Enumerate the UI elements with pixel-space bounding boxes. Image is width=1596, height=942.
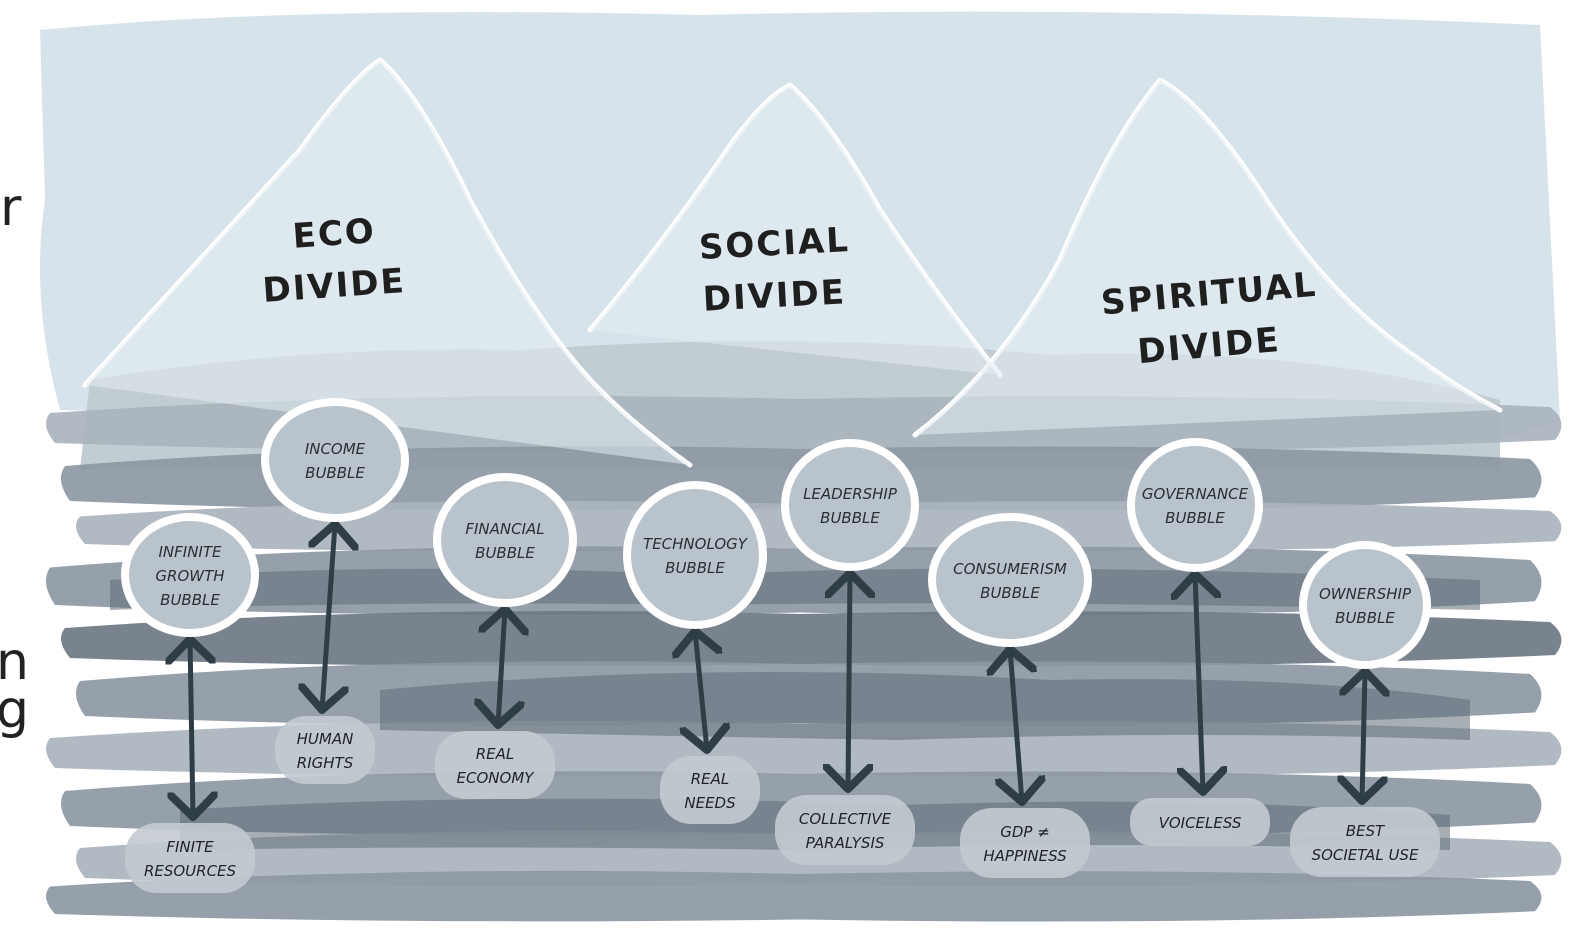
side-fragment-r: r — [0, 178, 22, 238]
reality-cloud — [960, 808, 1090, 878]
bubble-circle — [781, 439, 919, 571]
reality-cloud — [1290, 807, 1440, 877]
reality-cloud — [275, 716, 375, 784]
bubble-label: GROWTH — [155, 567, 224, 585]
reality-label: COLLECTIVE — [799, 810, 892, 828]
reality-label: HUMAN — [297, 730, 354, 748]
bubble-circle — [623, 481, 767, 629]
arrow-consumerism — [1010, 649, 1022, 802]
bubble-governance: GOVERNANCE BUBBLE — [1127, 438, 1263, 572]
mountain-spiritual — [915, 80, 1500, 435]
bubble-label: LEADERSHIP — [803, 485, 898, 503]
reality-label: BEST — [1346, 822, 1386, 840]
reality-label: HAPPINESS — [983, 847, 1067, 865]
bubble-label: BUBBLE — [980, 584, 1040, 602]
side-fragment-g: g — [0, 680, 30, 740]
bubble-label: BUBBLE — [475, 544, 535, 562]
arrow-financial — [498, 609, 505, 725]
bubble-income: INCOME BUBBLE — [261, 398, 409, 522]
reality-cloud — [1130, 798, 1270, 846]
mountain-eco — [85, 60, 690, 465]
bubble-circle — [1127, 438, 1263, 572]
arrows — [190, 524, 1365, 817]
bubble-label: INCOME — [305, 440, 366, 458]
bubble-label: GOVERNANCE — [1142, 485, 1249, 503]
arrow-technology — [695, 631, 707, 750]
bubble-circle — [1299, 541, 1431, 669]
reality-finite-resources: FINITE RESOURCES — [125, 823, 255, 893]
bubble-circle — [261, 398, 409, 522]
bubble-circle — [433, 473, 577, 607]
bubble-ownership: OWNERSHIP BUBBLE — [1299, 541, 1431, 669]
bubble-label: CONSUMERISM — [953, 560, 1067, 578]
divide-label-eco-1: ECO — [291, 211, 377, 257]
bubble-label: BUBBLE — [820, 509, 880, 527]
reality-cloud — [125, 823, 255, 893]
bubble-label: BUBBLE — [665, 559, 725, 577]
reality-label: REAL — [476, 745, 515, 763]
reality-voiceless: VOICELESS — [1130, 798, 1270, 846]
reality-label: PARALYSIS — [806, 834, 885, 852]
reality-label: RESOURCES — [144, 862, 237, 880]
bubble-circle — [928, 513, 1092, 647]
reality-cloud — [435, 731, 555, 799]
bubble-consumerism: CONSUMERISM BUBBLE — [928, 513, 1092, 647]
reality-gdp-happiness: GDP ≠ HAPPINESS — [960, 808, 1090, 878]
reality-label: REAL — [691, 770, 730, 788]
water-shadow — [110, 568, 1480, 610]
arrow-governance — [1195, 574, 1203, 792]
divide-label-social-2: DIVIDE — [702, 272, 847, 319]
reality-collective-paralysis: COLLECTIVE PARALYSIS — [775, 795, 915, 865]
bubble-label: FINANCIAL — [465, 520, 544, 538]
arrow-ownership — [1362, 671, 1365, 801]
reality-label: NEEDS — [684, 794, 736, 812]
divide-label-social-1: SOCIAL — [698, 220, 851, 268]
arrow-infinite-growth — [190, 639, 193, 817]
reality-label: GDP ≠ — [1000, 823, 1050, 841]
reality-cloud — [775, 795, 915, 865]
side-fragment-n: n — [0, 632, 29, 692]
bubble-label: BUBBLE — [160, 591, 220, 609]
bubble-label: BUBBLE — [305, 464, 365, 482]
reality-human-rights: HUMAN RIGHTS — [275, 716, 375, 784]
mountains — [82, 57, 1503, 468]
arrow-income — [322, 524, 335, 710]
bubbles: INFINITEGROWTHBUBBLEINCOMEBUBBLEFINANCIA… — [121, 398, 1431, 669]
reality-label: VOICELESS — [1159, 814, 1242, 832]
bubble-circle — [121, 513, 259, 637]
reality-real-needs: REAL NEEDS — [660, 756, 760, 824]
water-band — [46, 870, 1542, 922]
bubble-label: OWNERSHIP — [1319, 585, 1412, 603]
reality-label: RIGHTS — [297, 754, 354, 772]
bubble-label: TECHNOLOGY — [643, 535, 749, 553]
divide-label-eco-2: DIVIDE — [261, 261, 407, 311]
reality-cloud — [660, 756, 760, 824]
bubble-infinite-growth: INFINITE GROWTH BUBBLE — [121, 513, 259, 637]
reality-label: SOCIETAL USE — [1312, 846, 1419, 864]
reality-best-societal-use: BEST SOCIETAL USE — [1290, 807, 1440, 877]
bubble-leadership: LEADERSHIP BUBBLE — [781, 439, 919, 571]
reality-label: FINITE — [166, 838, 214, 856]
bubble-financial: FINANCIAL BUBBLE — [433, 473, 577, 607]
bubble-label: BUBBLE — [1335, 609, 1395, 627]
bubble-technology: TECHNOLOGY BUBBLE — [623, 481, 767, 629]
reality-real-economy: REAL ECONOMY — [435, 731, 555, 799]
bubble-label: INFINITE — [159, 543, 223, 561]
bubble-label: BUBBLE — [1165, 509, 1225, 527]
mountain-social — [590, 85, 1000, 375]
reality-label: ECONOMY — [457, 769, 536, 787]
arrow-leadership — [848, 573, 850, 789]
